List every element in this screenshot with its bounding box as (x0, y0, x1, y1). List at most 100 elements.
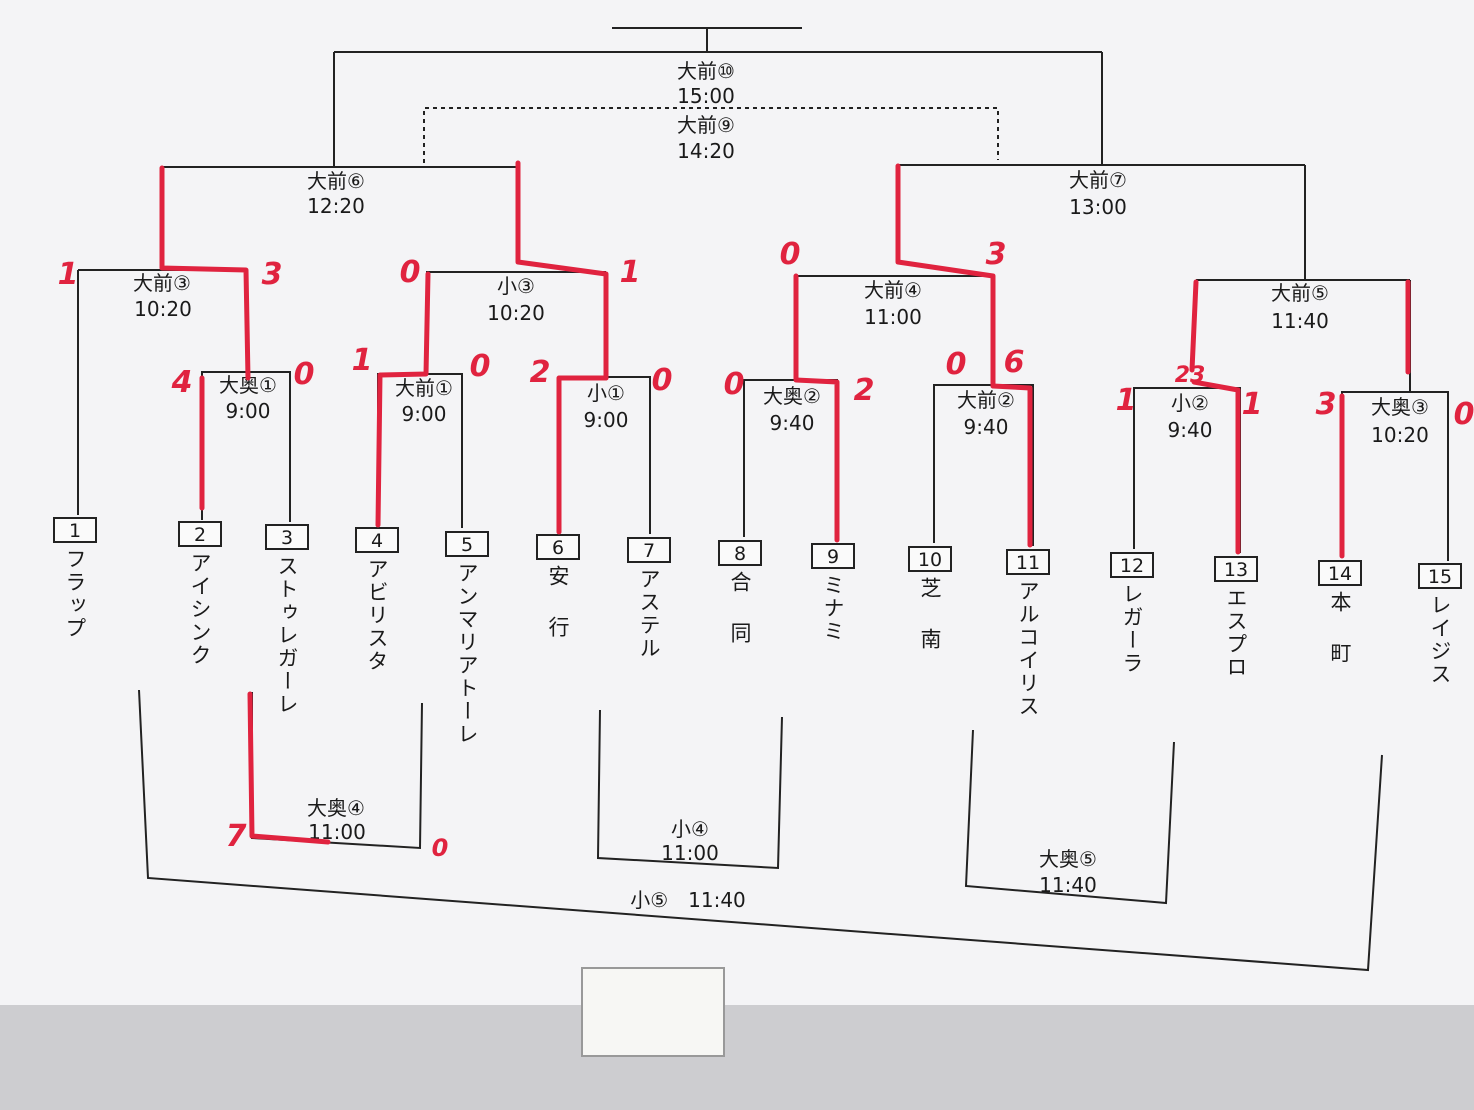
semi-bracket-lines (162, 164, 1306, 280)
team-number: 15 (1428, 566, 1452, 588)
r1-6-score-left: 1 (1116, 383, 1137, 418)
r1-3-time: 9:00 (584, 408, 629, 432)
team-name: フラップ (63, 548, 87, 640)
r1-1-score-right: 0 (294, 357, 315, 392)
team-name: アンマリアトーレ (455, 562, 479, 746)
qf1-venue: 大前③ (133, 271, 191, 295)
team-number: 4 (371, 530, 383, 552)
semi-left-venue: 大前⑥ (307, 169, 365, 193)
team-name: エスプロ (1224, 587, 1248, 679)
floor-strip (0, 1005, 1474, 1110)
qf1-time: 10:20 (134, 297, 192, 321)
semi-right-venue: 大前⑦ (1069, 168, 1127, 192)
team-name: 安行 (546, 565, 570, 667)
team-name: ストゥレガーレ (275, 555, 299, 716)
r1-5-venue: 大前② (957, 388, 1015, 412)
team-number-box (536, 534, 580, 560)
team-number: 13 (1224, 559, 1248, 581)
r1-7-score-right: 0 (1454, 397, 1474, 432)
team-8: 8 合同 (718, 540, 762, 673)
team-number: 11 (1016, 552, 1040, 574)
r1-2-score-left: 1 (352, 343, 373, 378)
consolation-lines (138, 689, 1383, 972)
cons-d-label: 小⑤ 11:40 (630, 888, 746, 912)
third-place-venue: 大前⑨ (677, 113, 735, 137)
team-name: アイシンク (188, 552, 212, 667)
team-number-box (1318, 560, 1362, 586)
r1-5-time: 9:40 (964, 415, 1009, 439)
r1-4-score-left: 0 (724, 367, 745, 402)
semi-right-time: 13:00 (1069, 195, 1127, 219)
team-5: 5 アンマリアトーレ (445, 531, 489, 746)
qf2-score-left: 0 (400, 255, 421, 290)
team-number-box (1110, 552, 1154, 578)
qf2-venue: 小③ (497, 274, 535, 298)
teams-layer: 1 フラップ 2 アイシンク 3 ストゥレガーレ 4 アビリスタ 5 アンマリアトーレ 6 安行 7アス… (53, 517, 1462, 746)
r1-7-score-left: 3 (1316, 387, 1337, 422)
cons-a-venue: 大奥④ (307, 796, 365, 820)
team-11: 11 アルコイリス (1006, 549, 1050, 718)
team-name: 本町 (1328, 591, 1352, 693)
qf4-venue: 大前⑤ (1271, 281, 1329, 305)
team-number: 3 (281, 527, 293, 549)
team-number-box (445, 531, 489, 557)
r1-7-venue: 大奥③ (1371, 395, 1429, 419)
r1-4-venue: 大奥② (763, 384, 821, 408)
team-number-box (1006, 549, 1050, 575)
qf3-score-right: 3 (986, 237, 1007, 272)
semi-left-time: 12:20 (307, 194, 365, 218)
team-number: 8 (734, 543, 746, 565)
cons-b-time: 11:00 (661, 841, 719, 865)
team-name: アビリスタ (365, 558, 389, 673)
team-6: 6 安行 (536, 534, 580, 667)
team-number: 6 (552, 537, 564, 559)
r1-6-time: 9:40 (1168, 418, 1213, 442)
r1-4-time: 9:40 (770, 411, 815, 435)
r1-5-score-left: 0 (946, 347, 967, 382)
team-2: 2 アイシンク (178, 521, 222, 667)
wooden-block (581, 967, 725, 1057)
cons-b-venue: 小④ (671, 817, 709, 841)
qf2-time: 10:20 (487, 301, 545, 325)
r1-6-score-mid: 23 (1175, 363, 1206, 388)
r1-2-time: 9:00 (402, 402, 447, 426)
final-bracket-lines (333, 27, 1103, 167)
final-venue: 大前⑩ (677, 59, 735, 83)
team-number-box (265, 524, 309, 550)
team-number-box (811, 543, 855, 569)
team-number: 2 (194, 524, 206, 546)
r1-6-venue: 小② (1171, 391, 1209, 415)
team-number-box (627, 537, 671, 563)
team-name: 合同 (728, 571, 752, 673)
r1-1-score-left: 4 (171, 365, 193, 400)
team-13: 13 エスプロ (1214, 556, 1258, 679)
qf3-venue: 大前④ (864, 278, 922, 302)
r1-3-score-right: 0 (652, 363, 673, 398)
r1-1-time: 9:00 (226, 399, 271, 423)
cons-c-time: 11:40 (1039, 873, 1097, 897)
team-number: 12 (1120, 555, 1144, 577)
team-name: ミナミ (821, 574, 845, 643)
team-number-box (718, 540, 762, 566)
qf1-score-left: 1 (58, 257, 79, 292)
team-name: レガーラ (1120, 583, 1144, 675)
team-name: 芝南 (918, 577, 942, 679)
cons-c-venue: 大奥⑤ (1039, 847, 1097, 871)
r1-7-time: 10:20 (1371, 423, 1429, 447)
cons-a-score-left: 7 (226, 819, 247, 854)
qf2-score-right: 1 (620, 255, 641, 290)
team-name: アステル (637, 568, 661, 660)
team-number: 5 (461, 534, 473, 556)
r1-6-score-right: 1 (1242, 387, 1263, 422)
winner-path-markings (159, 160, 1411, 845)
team-number: 1 (69, 520, 81, 542)
team-number-box (1214, 556, 1258, 582)
team-number-box (178, 521, 222, 547)
qf1-score-right: 3 (262, 257, 283, 292)
qf3-time: 11:00 (864, 305, 922, 329)
team-name: アルコイリス (1016, 580, 1040, 718)
